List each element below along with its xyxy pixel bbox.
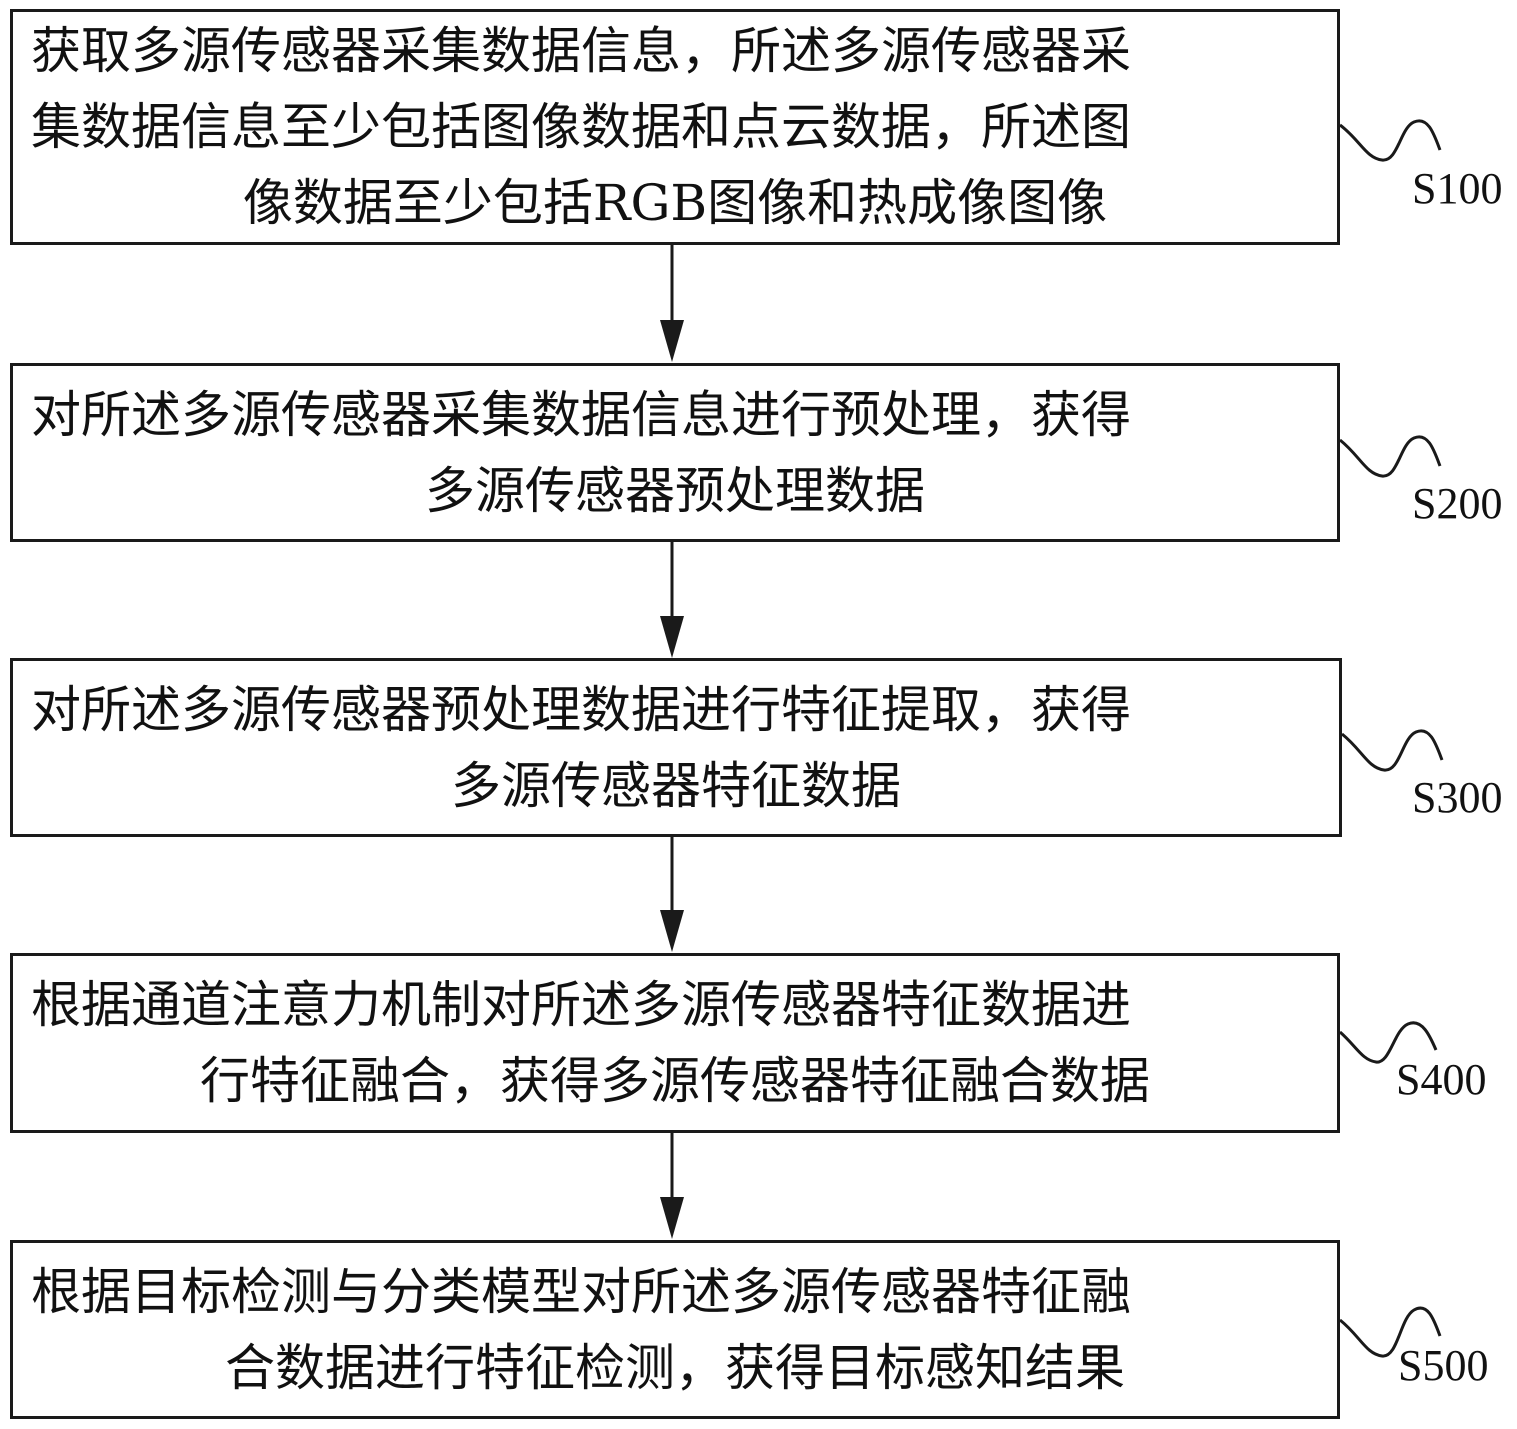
arrow-s200-to-s300 xyxy=(660,540,684,658)
step-s400-line-1: 根据通道注意力机制对所述多源传感器特征数据进 xyxy=(31,976,1131,1034)
step-label-s200: S200 xyxy=(1412,479,1503,528)
step-box-s400: 根据通道注意力机制对所述多源传感器特征数据进 行特征融合，获得多源传感器特征融合… xyxy=(10,953,1340,1133)
leader-line-s200 xyxy=(1339,435,1442,478)
step-s400-line-2: 行特征融合，获得多源传感器特征融合数据 xyxy=(200,1052,1150,1110)
step-s300-line-1: 对所述多源传感器预处理数据进行特征提取，获得 xyxy=(31,680,1131,739)
arrow-s300-to-s400 xyxy=(660,835,684,952)
step-s200-line-1: 对所述多源传感器采集数据信息进行预处理，获得 xyxy=(31,385,1131,444)
leader-line-s300 xyxy=(1341,729,1444,772)
step-label-s300: S300 xyxy=(1412,773,1503,822)
step-label-s400: S400 xyxy=(1396,1055,1487,1104)
leader-line-s100 xyxy=(1339,119,1442,162)
step-s100-line-1: 获取多源传感器采集数据信息，所述多源传感器采 xyxy=(31,22,1131,80)
step-box-s300: 对所述多源传感器预处理数据进行特征提取，获得 多源传感器特征数据 xyxy=(10,658,1342,837)
step-s100-line-3: 像数据至少包括RGB图像和热成像图像 xyxy=(242,174,1108,232)
leader-line-s500 xyxy=(1339,1306,1442,1358)
step-box-s100: 获取多源传感器采集数据信息，所述多源传感器采 集数据信息至少包括图像数据和点云数… xyxy=(10,9,1340,245)
leader-line-s400 xyxy=(1339,1021,1438,1064)
step-s300-line-2: 多源传感器特征数据 xyxy=(451,756,901,815)
arrow-s400-to-s500 xyxy=(660,1131,684,1239)
step-box-s500: 根据目标检测与分类模型对所述多源传感器特征融 合数据进行特征检测，获得目标感知结… xyxy=(10,1240,1340,1419)
step-label-s100: S100 xyxy=(1412,164,1503,213)
step-box-s200: 对所述多源传感器采集数据信息进行预处理，获得 多源传感器预处理数据 xyxy=(10,363,1340,542)
step-label-s500: S500 xyxy=(1398,1341,1489,1390)
arrow-s100-to-s200 xyxy=(660,244,684,362)
step-s500-line-2: 合数据进行特征检测，获得目标感知结果 xyxy=(225,1338,1125,1397)
step-s100-line-2: 集数据信息至少包括图像数据和点云数据，所述图 xyxy=(31,98,1131,156)
step-s200-line-2: 多源传感器预处理数据 xyxy=(425,461,925,520)
step-s500-line-1: 根据目标检测与分类模型对所述多源传感器特征融 xyxy=(31,1262,1131,1321)
